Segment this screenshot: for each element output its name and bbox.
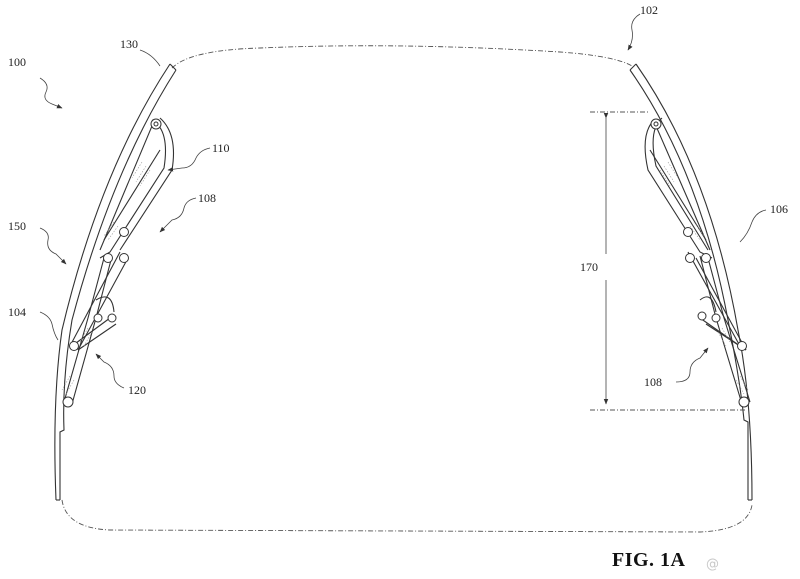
figure-caption: FIG. 1A	[612, 549, 686, 571]
ref-150: 150	[8, 219, 26, 233]
ref-104: 104	[8, 305, 26, 319]
ref-108-right: 108	[644, 375, 662, 389]
dimension-170	[590, 111, 746, 411]
ref-170: 170	[580, 260, 598, 274]
ref-130: 130	[120, 37, 138, 51]
ref-102: 102	[640, 3, 658, 17]
ref-106: 106	[770, 202, 788, 216]
ref-120: 120	[128, 383, 146, 397]
leader-lines	[39, 13, 767, 389]
watermark: @	[706, 557, 719, 572]
right-linkage-108	[644, 117, 751, 408]
cabin-outline	[61, 45, 753, 533]
left-linkage-110	[61, 117, 175, 408]
ref-100: 100	[8, 55, 26, 69]
ref-108-left: 108	[198, 191, 216, 205]
ref-110: 110	[212, 141, 230, 155]
